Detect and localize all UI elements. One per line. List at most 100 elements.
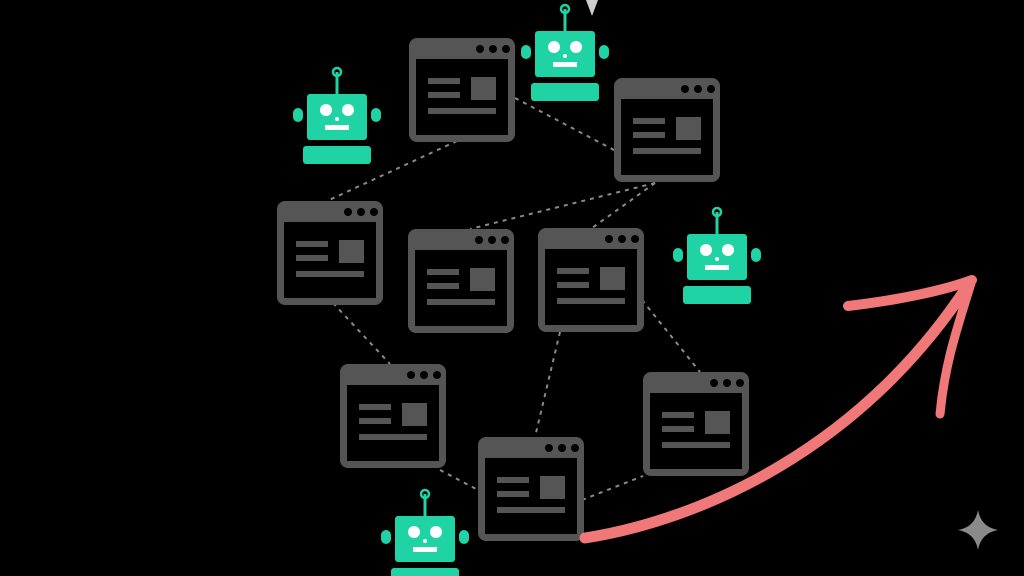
window-dot [357,208,365,216]
robot-ear [673,248,683,262]
robot-ear [751,248,761,262]
text-line [427,299,495,305]
robot-mouth [553,62,577,67]
window-dot [489,45,497,53]
robot-icon [381,488,469,576]
window-dot [681,85,689,93]
text-line [497,491,529,497]
browser-window-icon [340,364,446,468]
browser-window-icon [277,201,383,305]
robot-eye [408,526,420,538]
text-line [296,241,328,247]
robot-icon [521,3,609,101]
browser-window-icon [614,78,720,182]
window-dot [407,371,415,379]
robot-antenna-tip [419,488,431,500]
window-dot [476,45,484,53]
dashed-connector [641,299,701,373]
text-line [662,426,694,432]
browser-window-icon [478,437,584,541]
robot-mouth [325,125,349,130]
text-line [633,118,665,124]
window-dot [618,235,626,243]
text-line [662,412,694,418]
dashed-connector [591,182,656,229]
dashed-connector [332,302,391,365]
robot-nose [563,54,567,58]
dashed-connector [326,140,458,202]
robot-icon [673,206,761,304]
text-line [633,148,701,154]
text-line [296,255,328,261]
image-block [600,267,625,290]
window-dot [694,85,702,93]
robot-nose [423,539,427,543]
robot-mouth [705,265,729,270]
window-dot [344,208,352,216]
window-dot [736,379,744,387]
window-dot [488,236,496,244]
robot-mouth [413,547,437,552]
text-line [359,434,427,440]
window-dot [420,371,428,379]
window-dot [723,379,731,387]
window-dot [605,235,613,243]
window-dot [545,444,553,452]
robot-nose [715,257,719,261]
browser-window-icon [409,38,515,142]
robot-ear [599,45,609,59]
image-block [540,476,565,499]
robot-ear [293,108,303,122]
window-dot [501,236,509,244]
image-block [471,77,496,100]
dashed-connectors [326,97,701,501]
image-block [470,268,495,291]
text-line [633,132,665,138]
robot-ear [521,45,531,59]
text-line [428,78,460,84]
robot-ear [371,108,381,122]
robot-base [391,568,459,576]
robot-base [531,83,599,101]
robot-nose [335,117,339,121]
robot-eye [722,244,734,256]
window-dot [571,444,579,452]
image-block [339,240,364,263]
growth-arrow [579,275,977,544]
window-dot [710,379,718,387]
dashed-connector [469,182,656,230]
text-line [427,283,459,289]
robot-antenna-tip [331,66,343,78]
text-line [497,477,529,483]
robot-eye [342,104,354,116]
text-line [296,271,364,277]
robot-eye [570,41,582,53]
window-dot [707,85,715,93]
robot-eye [700,244,712,256]
arrow-shaft [579,279,974,544]
window-dot [433,371,441,379]
text-line [428,108,496,114]
window-dot [502,45,510,53]
browser-windows [277,38,749,541]
pointer-icon [586,0,598,16]
text-line [428,92,460,98]
text-line [359,418,391,424]
text-line [557,282,589,288]
sparkle-icon [958,510,998,550]
window-dot [631,235,639,243]
robot-eye [430,526,442,538]
window-dot [370,208,378,216]
robot-base [303,146,371,164]
robots [293,3,761,576]
robot-base [683,286,751,304]
robot-eye [320,104,332,116]
dashed-connector [439,469,479,491]
robot-eye [548,41,560,53]
window-dot [475,236,483,244]
dashed-connector [534,331,561,438]
arrow-head-right [935,275,977,419]
text-line [557,268,589,274]
text-line [427,269,459,275]
robot-icon [293,66,381,164]
